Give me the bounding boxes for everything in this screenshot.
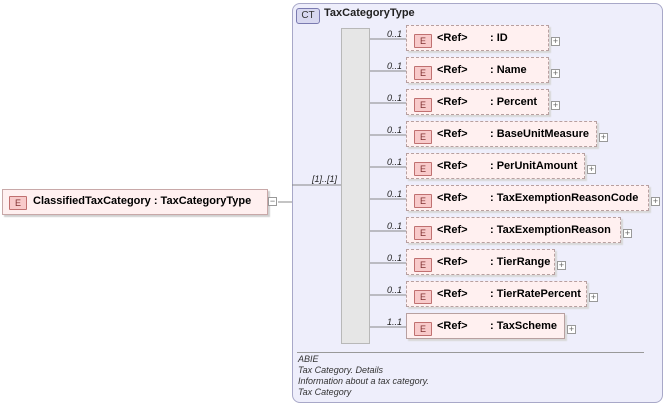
child-element[interactable]: E <Ref> : TaxExemptionReasonCode [406, 185, 649, 211]
root-element-label: ClassifiedTaxCategory : TaxCategoryType [33, 195, 252, 207]
expand-toggle[interactable]: + [551, 68, 560, 78]
annotation-divider [297, 352, 644, 353]
child-element[interactable]: E <Ref> : Name [406, 57, 549, 83]
element-badge: E [414, 226, 432, 240]
child-cardinality: 0..1 [387, 285, 403, 295]
complex-type-title: TaxCategoryType [324, 7, 415, 19]
element-name: : BaseUnitMeasure [490, 128, 590, 140]
element-name: : TaxExemptionReasonCode [490, 192, 639, 204]
ref-label: <Ref> [437, 128, 468, 140]
expand-toggle[interactable]: + [599, 132, 608, 142]
child-cardinality: 0..1 [387, 93, 403, 103]
element-badge: E [414, 258, 432, 272]
element-name: : Name [490, 64, 527, 76]
child-element[interactable]: E <Ref> : BaseUnitMeasure [406, 121, 597, 147]
expand-toggle[interactable]: + [551, 100, 560, 110]
child-element[interactable]: E <Ref> : PerUnitAmount [406, 153, 585, 179]
element-name: : Percent [490, 96, 538, 108]
child-element[interactable]: E <Ref> : ID [406, 25, 549, 51]
child-element[interactable]: E <Ref> : TierRatePercent [406, 281, 587, 307]
child-cardinality: 0..1 [387, 29, 403, 39]
element-badge: E [414, 162, 432, 176]
element-badge: E [414, 34, 432, 48]
ref-label: <Ref> [437, 96, 468, 108]
expand-toggle[interactable]: + [589, 292, 598, 302]
annotation-line: ABIE [298, 354, 319, 364]
child-cardinality: 0..1 [387, 125, 403, 135]
expand-toggle[interactable]: + [587, 164, 596, 174]
element-badge: E [414, 290, 432, 304]
child-element[interactable]: E <Ref> : TaxExemptionReason [406, 217, 621, 243]
ref-label: <Ref> [437, 64, 468, 76]
element-name: : TierRatePercent [490, 288, 581, 300]
expand-toggle[interactable]: + [557, 260, 566, 270]
child-cardinality: 0..1 [387, 189, 403, 199]
element-badge: E [414, 66, 432, 80]
element-badge: E [414, 98, 432, 112]
element-badge: E [414, 130, 432, 144]
expand-toggle[interactable]: + [623, 228, 632, 238]
ref-label: <Ref> [437, 320, 468, 332]
child-cardinality: 1..1 [387, 317, 403, 327]
sequence-cardinality: [1]..[1] [312, 174, 338, 184]
element-name: : PerUnitAmount [490, 160, 578, 172]
ref-label: <Ref> [437, 192, 468, 204]
element-badge: E [414, 194, 432, 208]
ref-label: <Ref> [437, 256, 468, 268]
child-cardinality: 0..1 [387, 253, 403, 263]
annotation-line: Tax Category [298, 387, 352, 397]
expand-toggle[interactable]: + [651, 196, 660, 206]
ref-label: <Ref> [437, 224, 468, 236]
ref-label: <Ref> [437, 32, 468, 44]
annotation-line: Information about a tax category. [298, 376, 429, 386]
element-name: : ID [490, 32, 508, 44]
ref-label: <Ref> [437, 160, 468, 172]
annotation-line: Tax Category. Details [298, 365, 384, 375]
root-element[interactable]: E [2, 189, 268, 215]
child-cardinality: 0..1 [387, 221, 403, 231]
ref-label: <Ref> [437, 288, 468, 300]
complex-type-badge: CT [296, 8, 320, 24]
expand-toggle[interactable]: + [551, 36, 560, 46]
child-cardinality: 0..1 [387, 61, 403, 71]
collapse-toggle[interactable]: − [268, 196, 277, 206]
element-badge: E [9, 196, 27, 210]
element-name: : TierRange [490, 256, 551, 268]
child-element[interactable]: E <Ref> : Percent [406, 89, 549, 115]
child-element[interactable]: E <Ref> : TierRange [406, 249, 555, 275]
child-cardinality: 0..1 [387, 157, 403, 167]
child-element[interactable]: E <Ref> : TaxScheme [406, 313, 565, 339]
expand-toggle[interactable]: + [567, 324, 576, 334]
element-name: : TaxExemptionReason [490, 224, 611, 236]
element-name: : TaxScheme [490, 320, 558, 332]
sequence-compositor[interactable] [341, 28, 370, 344]
element-badge: E [414, 322, 432, 336]
